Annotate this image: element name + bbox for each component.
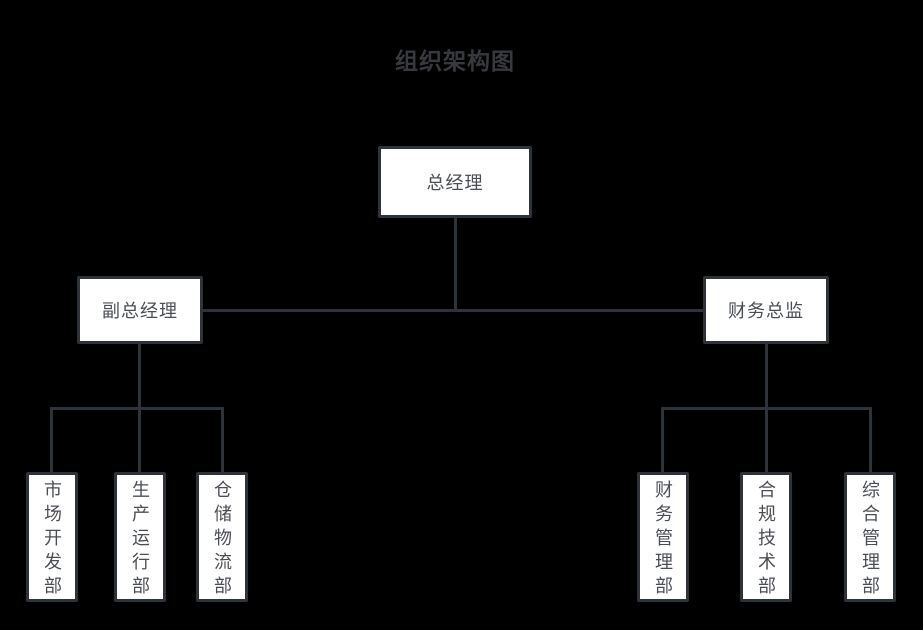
node-dept-production-operation: 生产运行部 — [114, 472, 166, 602]
connector-right-dept1-drop — [661, 407, 664, 472]
node-general-manager: 总经理 — [378, 146, 532, 218]
node-label: 市场开发部 — [42, 480, 62, 600]
node-finance-director: 财务总监 — [703, 276, 829, 344]
connector-right-distribution — [661, 407, 872, 410]
node-dept-finance-management: 财务管理部 — [637, 472, 689, 602]
node-label: 副总经理 — [102, 301, 178, 321]
node-label: 生产运行部 — [130, 480, 150, 600]
node-label: 总经理 — [426, 173, 484, 193]
node-dept-warehouse-logistics: 仓储物流部 — [196, 472, 248, 602]
node-label: 财务总监 — [728, 301, 804, 321]
connector-level2-horizontal — [203, 309, 703, 312]
node-label: 合规技术部 — [756, 480, 776, 600]
node-dept-general-management: 综合管理部 — [844, 472, 896, 602]
node-deputy-general-manager: 副总经理 — [77, 276, 203, 344]
connector-root-drop — [454, 218, 457, 311]
node-dept-market-development: 市场开发部 — [26, 472, 78, 602]
node-dept-compliance-technology: 合规技术部 — [740, 472, 792, 602]
diagram-title: 组织架构图 — [395, 48, 515, 74]
connector-left-distribution — [50, 407, 224, 410]
node-label: 综合管理部 — [860, 480, 880, 600]
node-label: 仓储物流部 — [212, 480, 232, 600]
connector-right-dept3-drop — [869, 407, 872, 472]
connector-left-dept1-drop — [50, 407, 53, 472]
node-label: 财务管理部 — [653, 480, 673, 600]
connector-left-dept3-drop — [221, 407, 224, 472]
